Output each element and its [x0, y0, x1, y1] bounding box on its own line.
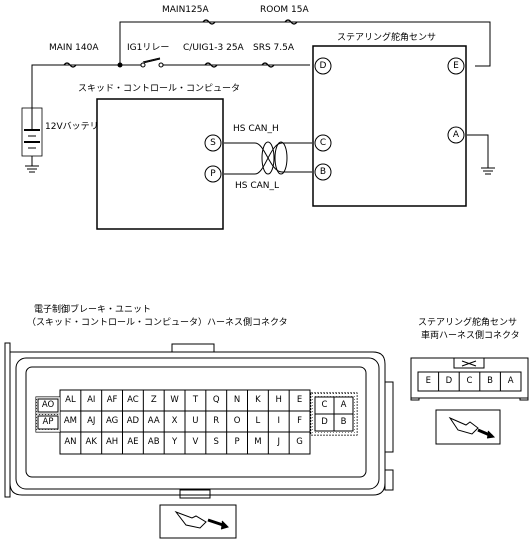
ecu-pin-aa: AA: [147, 416, 160, 427]
ecu-pin-j: J: [277, 437, 280, 448]
ecu-pin-i: I: [277, 416, 280, 427]
ecu-connector-subtitle: （スキッド・コントロール・コンピュータ）ハーネス側コネクタ: [27, 318, 288, 328]
ecu-pin-u: U: [192, 416, 199, 427]
ecu-pin-w: W: [170, 395, 179, 406]
pin-b: B: [319, 166, 327, 177]
ecu-pin-k: K: [255, 395, 261, 406]
pin-e: E: [453, 60, 459, 71]
can-l-label: HS CAN_L: [235, 181, 280, 191]
ecu-pin-am: AM: [63, 416, 77, 427]
ecu-pin-ah: AH: [105, 437, 119, 448]
ecu-pin-l: L: [255, 416, 261, 427]
sensor-pin-b: B: [487, 376, 494, 387]
pin-s: S: [210, 137, 216, 148]
sensor-pin-c: C: [466, 376, 473, 387]
ecu-connector-title: 電子制御ブレーキ・ユニット: [34, 305, 152, 315]
srs-fuse-label: SRS 7.5A: [253, 43, 295, 53]
ecu-pin-ae: AE: [127, 437, 139, 448]
main-140a-label: MAIN 140A: [49, 43, 99, 53]
ecu-pin-s: S: [213, 437, 219, 448]
room-15a-label: ROOM 15A: [260, 5, 309, 15]
ig1-relay-label: IG1リレー: [127, 43, 170, 53]
ecu-pin-f: F: [297, 416, 303, 427]
ecu-pin-t: T: [192, 395, 199, 406]
ecu-pin-n: N: [233, 395, 241, 406]
skid-computer-label: スキッド・コントロール・コンピュータ: [78, 84, 241, 94]
ecu-pin-y: Y: [171, 437, 178, 448]
steering-sensor-label: ステアリング舵角センサ: [337, 33, 437, 43]
sensor-pin-a: A: [507, 376, 514, 387]
ecu-pin-e: E: [296, 395, 303, 406]
sensor-connector-subtitle: 車両ハーネス側コネクタ: [421, 331, 520, 341]
ecu-pin-aj: AJ: [87, 416, 96, 427]
ecu-pin-o: O: [233, 416, 241, 427]
ecu-pin-ai: AI: [87, 395, 96, 406]
ecu-pin-a: A: [340, 400, 347, 411]
pin-d: D: [319, 60, 327, 71]
ecu-pin-ad: AD: [126, 416, 140, 427]
ecu-pin-q: Q: [212, 395, 220, 406]
ecu-pin-b: B: [340, 417, 347, 428]
sensor-pin-d: D: [445, 376, 453, 387]
ecu-pin-c: C: [321, 400, 328, 411]
pin-c: C: [319, 137, 327, 148]
ecu-pin-z: Z: [150, 395, 157, 406]
c-uig1-3-fuse-label: C/UIG1-3 25A: [183, 43, 244, 53]
main-125a-label: MAIN125A: [162, 5, 209, 15]
ecu-pin-ap: AP: [42, 417, 54, 428]
sensor-pin-e: E: [425, 376, 431, 387]
ecu-pin-m: M: [254, 437, 262, 448]
ecu-pin-h: H: [275, 395, 282, 406]
pin-a: A: [452, 129, 460, 140]
ecu-pin-ao: AO: [41, 400, 55, 411]
pin-p: P: [210, 168, 216, 179]
ecu-pin-g: G: [296, 437, 303, 448]
ecu-pin-d: D: [321, 417, 328, 428]
ecu-pin-an: AN: [64, 437, 77, 448]
sensor-connector-title: ステアリング舵角センサ: [418, 318, 518, 328]
ecu-pin-v: V: [192, 437, 199, 448]
ecu-pin-ag: AG: [105, 416, 119, 427]
ecu-pin-ac: AC: [127, 395, 139, 406]
ecu-pin-af: AF: [106, 395, 118, 406]
ecu-pin-r: R: [213, 416, 220, 427]
ecu-pin-ab: AB: [147, 437, 160, 448]
ecu-pin-ak: AK: [85, 437, 97, 448]
ecu-pin-al: AL: [65, 395, 76, 406]
can-h-label: HS CAN_H: [233, 124, 279, 134]
battery-label: 12Vバッテリ: [45, 122, 99, 132]
ecu-pin-p: P: [234, 437, 240, 448]
ecu-pin-x: X: [171, 416, 178, 427]
